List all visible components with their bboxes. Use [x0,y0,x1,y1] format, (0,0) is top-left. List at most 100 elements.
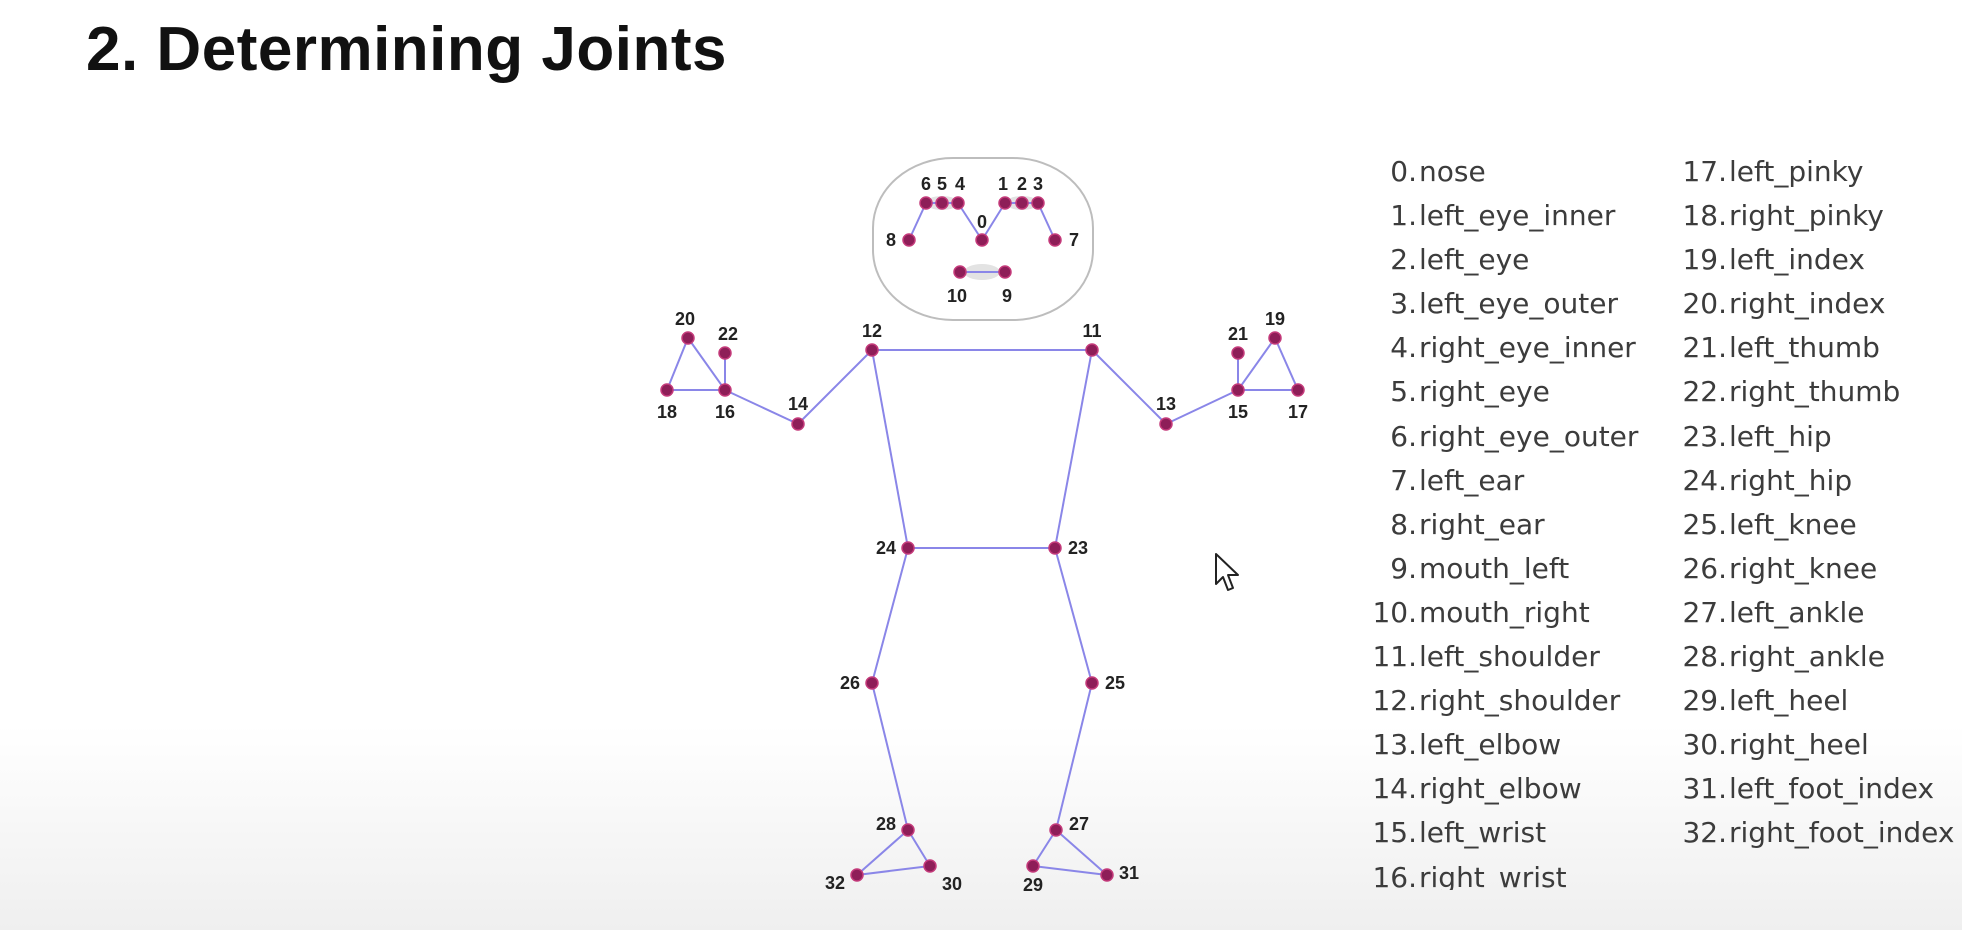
legend-item-name: left_hip [1729,419,1832,453]
legend-item-name: left_pinky [1729,155,1864,188]
legend-item-index: 28. [1682,640,1727,674]
legend-item: 32.right_foot_index [1665,811,1962,855]
legend-item-name: right_hip [1729,463,1853,497]
legend-item-index: 10. [1372,595,1417,629]
joint-label-30: 30 [942,874,962,894]
legend-item-index: 7. [1390,463,1417,497]
legend-item: 26.right_knee [1665,547,1962,591]
legend-item: 11.left_shoulder [1355,635,1655,679]
legend-item: 23.left_hip [1665,415,1962,459]
joint-label-29: 29 [1023,875,1043,895]
legend-item-name: left_eye_inner [1419,199,1616,233]
joint-23 [1048,541,1062,555]
joint-label-31: 31 [1119,863,1139,883]
joint-12 [865,343,879,357]
joint-label-7: 7 [1069,230,1079,250]
bone-27-31 [1055,829,1108,876]
legend-item-index: 20. [1682,287,1727,321]
legend-item-index: 21. [1682,331,1727,365]
legend-item-index: 2. [1390,243,1417,277]
joint-25 [1085,676,1099,690]
joint-label-26: 26 [840,673,860,693]
legend-item-name: nose [1419,155,1486,188]
legend-item-name: right_eye [1419,375,1550,409]
legend-item-index: 15. [1372,816,1417,850]
joint-label-9: 9 [1002,286,1012,306]
head-outline [872,157,1094,321]
legend-item-index: 8. [1390,507,1417,541]
skeleton-joints [660,196,1305,882]
legend-item-name: right_pinky [1729,199,1884,233]
legend-item: 8.right_ear [1355,503,1655,547]
joint-label-2: 2 [1017,174,1027,194]
legend-item-name: right_shoulder [1419,684,1621,718]
legend-item: 1.left_eye_inner [1355,194,1655,238]
legend-item-index: 29. [1682,684,1727,718]
joint-label-6: 6 [921,174,931,194]
legend-item: 28.right_ankle [1665,635,1962,679]
joint-7 [1048,233,1062,247]
legend-item: 22.right_thumb [1665,370,1962,414]
joint-label-1: 1 [998,174,1008,194]
legend-item-name: right_index [1729,287,1886,321]
joint-8 [902,233,916,247]
joint-label-0: 0 [977,212,987,232]
legend-item: 16.right_wrist [1355,856,1655,891]
legend-item: 6.right_eye_outer [1355,415,1655,459]
legend-item: 30.right_heel [1665,723,1962,767]
legend-item-index: 19. [1682,243,1727,277]
bone-23-25 [1054,547,1093,684]
legend-item-name: left_foot_index [1729,772,1935,806]
joint-24 [901,541,915,555]
legend-item: 7.left_ear [1355,459,1655,503]
bone-14-16 [724,389,799,425]
joint-label-19: 19 [1265,309,1285,329]
legend-item-name: left_heel [1729,684,1849,718]
legend-item-name: left_knee [1729,507,1857,541]
bone-16-20 [687,337,726,391]
legend-item-name: right_thumb [1729,375,1901,409]
joint-15 [1231,383,1245,397]
joint-6 [919,196,933,210]
legend-item: 13.left_elbow [1355,723,1655,767]
legend-item-name: right_heel [1729,728,1869,762]
joint-29 [1026,859,1040,873]
legend-item: 2.left_eye [1355,238,1655,282]
skeleton-connections [666,202,1299,876]
legend-item-index: 13. [1372,728,1417,762]
bone-13-15 [1165,389,1239,425]
bone-0-4 [957,202,983,241]
legend-item: 31.left_foot_index [1665,767,1962,811]
legend-item: 27.left_ankle [1665,591,1962,635]
legend-item-index: 16. [1372,860,1417,891]
legend-item-index: 3. [1390,287,1417,321]
legend-item-index: 12. [1372,684,1417,718]
legend-item-index: 22. [1682,375,1727,409]
joint-label-25: 25 [1105,673,1125,693]
joint-18 [660,383,674,397]
joint-22 [718,346,732,360]
joint-19 [1268,331,1282,345]
legend-item-index: 17. [1682,155,1727,188]
bone-24-26 [871,547,909,684]
legend-item-index: 5. [1390,375,1417,409]
legend-item-index: 6. [1390,419,1417,453]
mouse-pointer-icon [1215,553,1239,591]
legend-item-name: left_ankle [1729,595,1865,629]
bone-28-32 [856,829,909,876]
joint-label-22: 22 [718,324,738,344]
legend-item-index: 18. [1682,199,1727,233]
joint-label-27: 27 [1069,814,1089,834]
joint-21 [1231,346,1245,360]
legend-item-index: 0. [1390,155,1417,188]
legend-item-index: 25. [1682,507,1727,541]
legend-item-name: left_thumb [1729,331,1880,365]
legend-item-index: 9. [1390,551,1417,585]
bone-3-7 [1037,202,1056,241]
legend-item-name: mouth_left [1419,551,1570,585]
joint-1 [998,196,1012,210]
bone-27-29 [1032,829,1057,867]
